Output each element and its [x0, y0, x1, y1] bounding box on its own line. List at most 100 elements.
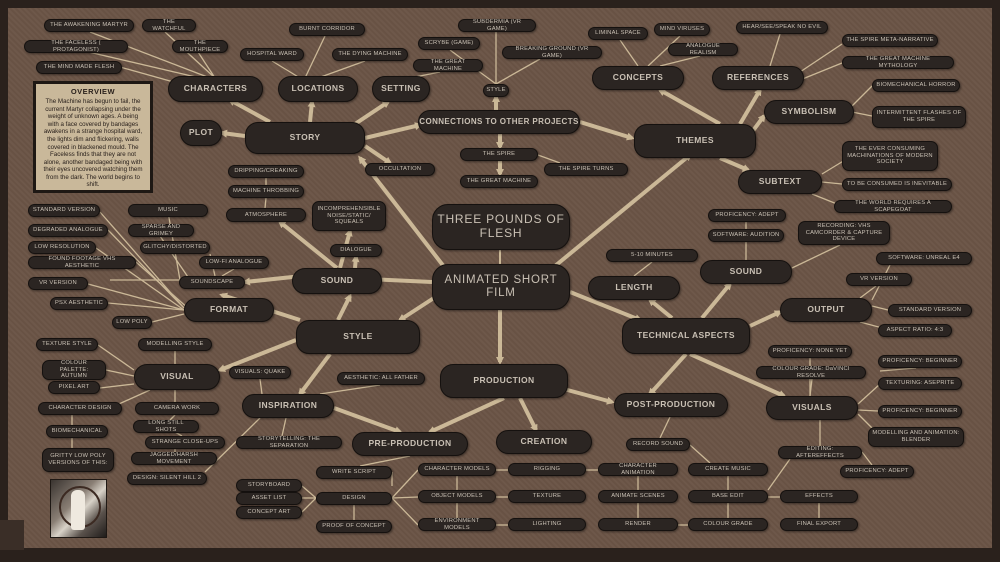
node-output[interactable]: OUTPUT	[780, 298, 872, 322]
insp-item[interactable]: DESIGN: SILENT HILL 2	[127, 472, 207, 485]
node-concepts[interactable]: CONCEPTS	[592, 66, 684, 90]
concept-item[interactable]: ANALOGUE REALISM	[668, 43, 738, 56]
camera-item[interactable]: STRANGE CLOSE-UPS	[145, 436, 225, 449]
visual-item[interactable]: TEXTURE STYLE	[36, 338, 98, 351]
insp-item[interactable]: STORYTELLING: THE SEPARATION	[236, 436, 342, 449]
post-item[interactable]: CHARACTER ANIMATION	[598, 463, 678, 476]
node-dialogue[interactable]: DIALOGUE	[330, 244, 382, 257]
node-inspiration[interactable]: INSPIRATION	[242, 394, 334, 418]
project-item[interactable]: SUBDERMIA (VR GAME)	[458, 19, 536, 32]
concept-item[interactable]: MIND VIRUSES	[654, 23, 710, 36]
setting-item[interactable]: THE GREAT MACHINE	[413, 59, 483, 72]
atmo-item[interactable]: DRIPPING/CREAKING	[228, 165, 304, 178]
output-item[interactable]: ASPECT RATIO: 4:3	[878, 324, 952, 337]
length-value[interactable]: 5-10 MINUTES	[606, 249, 698, 262]
lofi-item[interactable]: LOW-FI ANALOGUE	[199, 256, 269, 269]
creation-item[interactable]: ENVIRONMENT MODELS	[418, 518, 496, 531]
format-item[interactable]: STANDARD VERSION	[28, 204, 100, 217]
node-music[interactable]: MUSIC	[128, 204, 208, 217]
node-subtext[interactable]: SUBTEXT	[738, 170, 822, 194]
tech-visual-item[interactable]: PROFICENCY: BEGINNER	[878, 355, 962, 368]
node-production[interactable]: PRODUCTION	[440, 364, 568, 398]
subtext-item[interactable]: TO BE CONSUMED IS INEVITABLE	[842, 178, 952, 191]
node-story[interactable]: STORY	[245, 122, 365, 154]
reference-item[interactable]: THE SPIRE META-NARRATIVE	[842, 34, 938, 47]
tech-visual-item[interactable]: MODELLING AND ANIMATION: BLENDER	[868, 427, 964, 447]
node-connections[interactable]: CONNECTIONS TO OTHER PROJECTS	[418, 110, 580, 134]
char-item[interactable]: THE WATCHFUL	[142, 19, 196, 32]
node-occultation[interactable]: OCCULTATION	[365, 163, 435, 176]
post-item[interactable]: RENDER	[598, 518, 678, 531]
loc-item[interactable]: BURNT CORRIDOR	[289, 23, 365, 36]
node-length[interactable]: LENGTH	[588, 276, 680, 300]
subtext-item[interactable]: THE EVER CONSUMING MACHINATIONS OF MODER…	[842, 141, 938, 171]
node-style-link[interactable]: STYLE	[483, 84, 509, 97]
tech-sound-item[interactable]: RECORDING: VHS CAMCORDER & CAPTURE DEVIC…	[798, 221, 890, 245]
music-item[interactable]: SPARSE AND GRIMEY	[128, 224, 194, 237]
reference-item[interactable]: HEAR/SEE/SPEAK NO EVIL	[736, 21, 828, 34]
char-item[interactable]: THE FACELESS ( PROTAGONIST)	[24, 40, 128, 53]
post-item[interactable]: EFFECTS	[780, 490, 858, 503]
output-item[interactable]: SOFTWARE: UNREAL E4	[876, 252, 972, 265]
node-style[interactable]: STYLE	[296, 320, 420, 354]
creation-item[interactable]: RIGGING	[508, 463, 586, 476]
tech-visual-item[interactable]: PROFICENCY: BEGINNER	[878, 405, 962, 418]
noise-item[interactable]: INCOMPREHENSIBLE NOISE/STATIC/ SQUEALS	[312, 201, 386, 231]
creation-item[interactable]: TEXTURE	[508, 490, 586, 503]
output-item[interactable]: VR VERSION	[846, 273, 912, 286]
post-item[interactable]: CREATE MUSIC	[688, 463, 768, 476]
node-camera-work[interactable]: CAMERA WORK	[135, 402, 219, 415]
node-locations[interactable]: LOCATIONS	[278, 76, 358, 102]
node-setting[interactable]: SETTING	[372, 76, 430, 102]
node-visual[interactable]: VISUAL	[134, 364, 220, 390]
node-references[interactable]: REFERENCES	[712, 66, 804, 90]
loc-item[interactable]: HOSPITAL WARD	[240, 48, 304, 61]
camera-item[interactable]: LONG STILL SHOTS	[133, 420, 199, 433]
pre-item[interactable]: WRITE SCRIPT	[316, 466, 392, 479]
project-item[interactable]: BREAKING GROUND (VR GAME)	[502, 46, 602, 59]
node-sound[interactable]: SOUND	[292, 268, 382, 294]
camera-item[interactable]: JAGGED/HARSH MOVEMENT	[131, 452, 217, 465]
symbolism-item[interactable]: INTERMITTENT FLASHES OF THE SPIRE	[872, 106, 966, 128]
loc-item[interactable]: THE DYING MACHINE	[332, 48, 408, 61]
visual-item[interactable]: PIXEL ART	[48, 381, 100, 394]
tech-visual-item[interactable]: TEXTURING: ASEPRITE	[878, 377, 962, 390]
char-item[interactable]: THE MOUTHPIECE	[172, 40, 228, 53]
visual-item[interactable]: BIOMECHANICAL	[46, 425, 108, 438]
node-animated-short-film[interactable]: ANIMATED SHORT FILM	[432, 264, 570, 310]
tech-visual-item[interactable]: PROFICENCY: NONE YET	[768, 345, 852, 358]
music-item[interactable]: GLITCHY/DISTORTED	[140, 241, 210, 254]
tech-visual-item[interactable]: PROFICENCY: ADEPT	[840, 465, 914, 478]
post-item[interactable]: COLOUR GRADE	[688, 518, 768, 531]
tech-sound-item[interactable]: SOFTWARE: AUDITION	[708, 229, 784, 242]
tech-visual-item[interactable]: EDITING: AFTEREFFECTS	[778, 446, 862, 459]
node-great-machine[interactable]: THE GREAT MACHINE	[460, 175, 538, 188]
char-item[interactable]: THE MIND MADE FLESH	[36, 61, 122, 74]
visual-item[interactable]: CHARACTER DESIGN	[38, 402, 122, 415]
post-item[interactable]: RECORD SOUND	[626, 438, 690, 451]
tech-visual-item[interactable]: COLOUR GRADE: DaVINCI RESOLVE	[756, 366, 866, 379]
subtext-item[interactable]: THE WORLD REQUIRES A SCAPEGOAT	[834, 200, 952, 213]
node-characters[interactable]: CHARACTERS	[168, 76, 263, 102]
pre-item[interactable]: PROOF OF CONCEPT	[316, 520, 392, 533]
node-plot[interactable]: PLOT	[180, 120, 222, 146]
pre-item[interactable]: ASSET LIST	[236, 492, 302, 505]
node-atmosphere[interactable]: ATMOSPHERE	[226, 208, 306, 222]
atmo-item[interactable]: MACHINE THROBBING	[228, 185, 304, 198]
format-item[interactable]: DEGRADED ANALOGUE	[28, 224, 108, 237]
post-item[interactable]: BASE EDIT	[688, 490, 768, 503]
pre-item[interactable]: STORYBOARD	[236, 479, 302, 492]
pre-item[interactable]: DESIGN	[316, 492, 392, 505]
node-the-spire[interactable]: THE SPIRE	[460, 148, 538, 161]
node-tech-visuals[interactable]: VISUALS	[766, 396, 858, 420]
node-creation[interactable]: CREATION	[496, 430, 592, 454]
insp-item[interactable]: AESTHETIC: ALL FATHER	[337, 372, 425, 385]
node-modelling-style[interactable]: MODELLING STYLE	[138, 338, 212, 351]
format-item[interactable]: FOUND FOOTAGE VHS AESTHETIC	[28, 256, 136, 269]
creation-item[interactable]: CHARACTER MODELS	[418, 463, 496, 476]
node-title[interactable]: THREE POUNDS OF FLESH	[432, 204, 570, 250]
node-soundscape[interactable]: SOUNDSCAPE	[179, 276, 245, 289]
output-item[interactable]: STANDARD VERSION	[888, 304, 972, 317]
post-item[interactable]: ANIMATE SCENES	[598, 490, 678, 503]
pre-item[interactable]: CONCEPT ART	[236, 506, 302, 519]
